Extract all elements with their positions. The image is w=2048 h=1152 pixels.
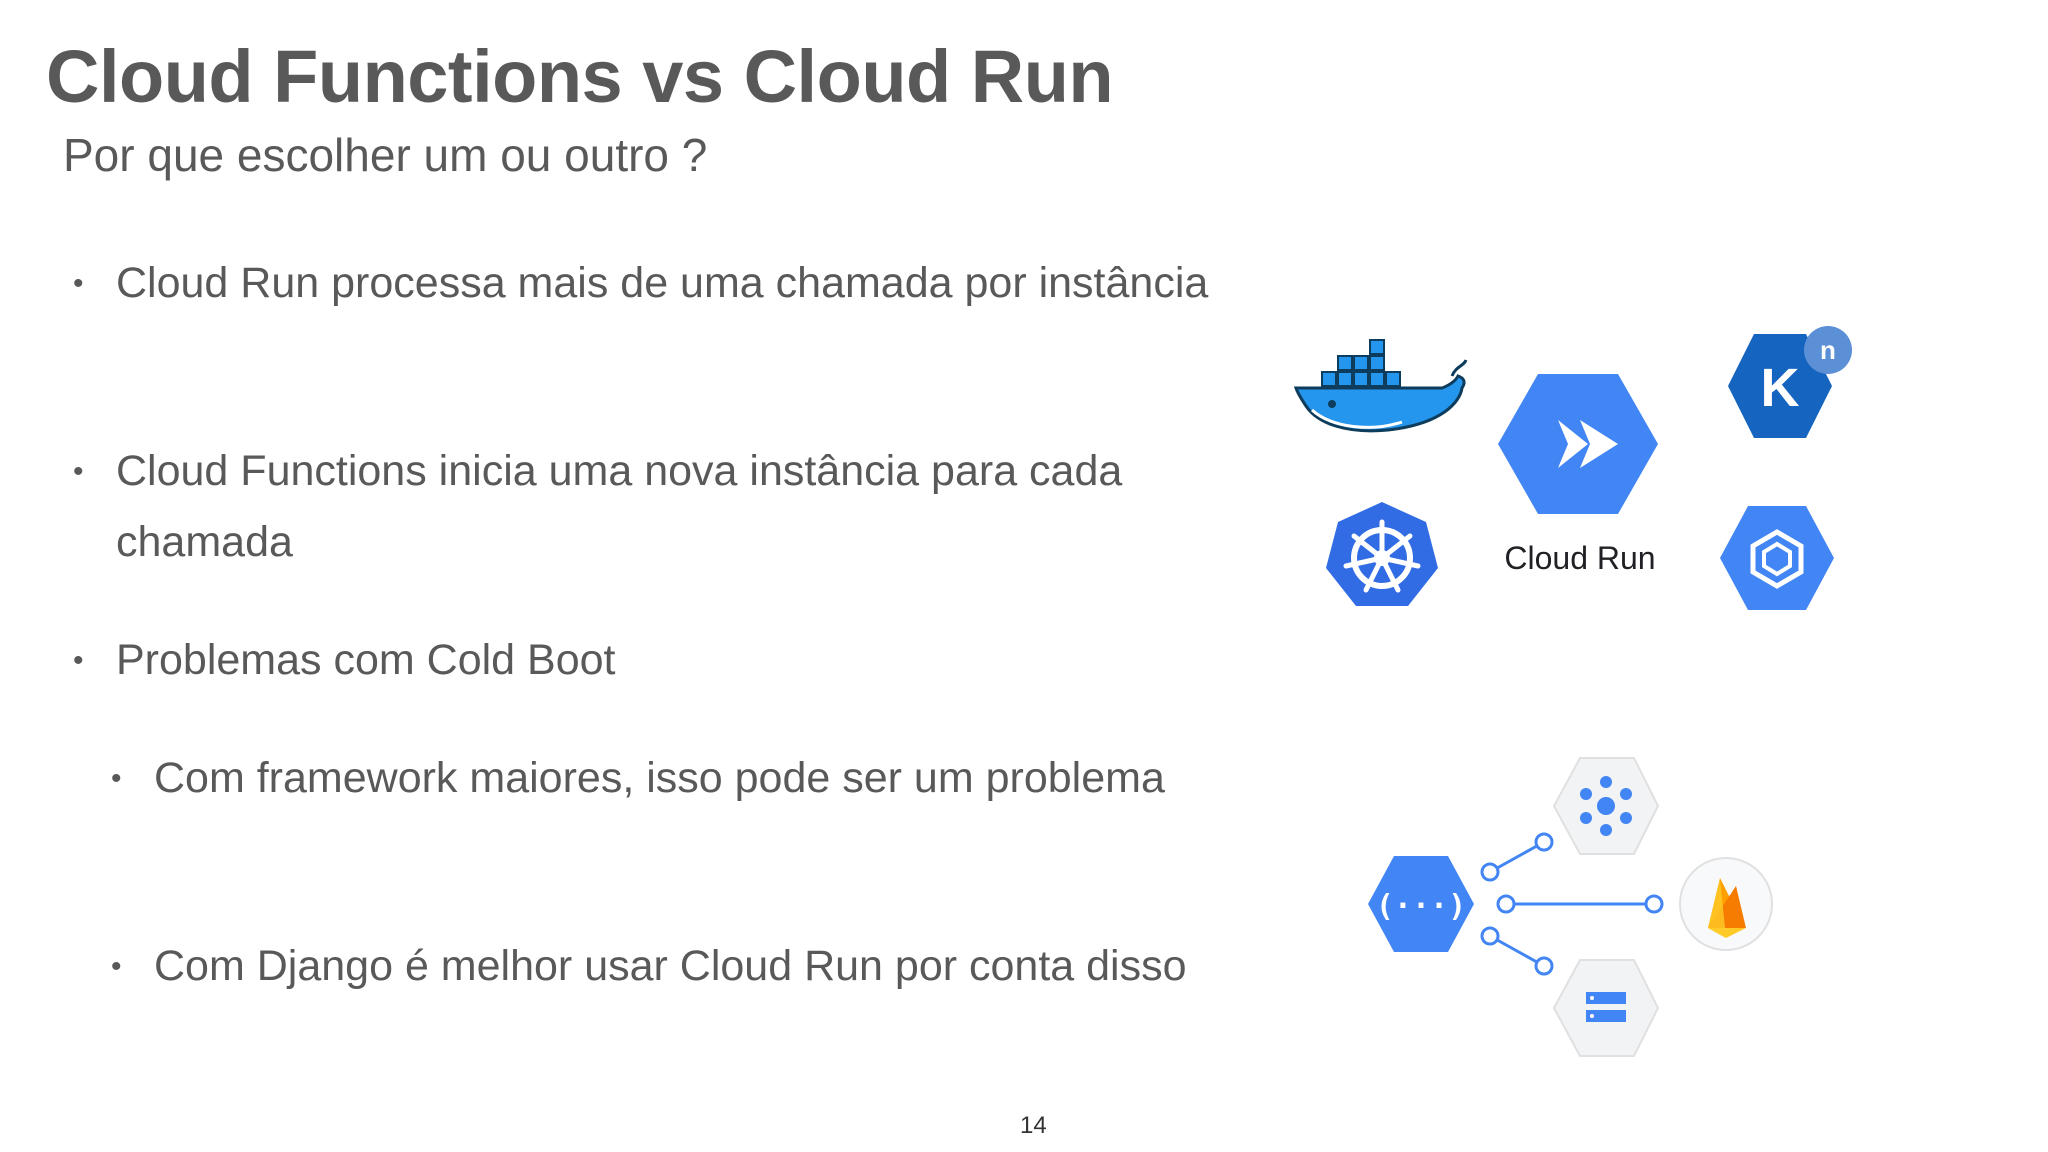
bullet-dot: • [111,762,122,795]
kubernetes-icon [1326,502,1438,606]
sub-bullet-item: • Com framework maiores, isso pode ser u… [111,743,1174,814]
bullet-dot: • [73,455,84,488]
cloud-run-ecosystem-graphic: K n [1293,326,1852,610]
cloud-functions-graphic: (···) [1368,757,1773,1057]
gke-icon [1720,506,1834,610]
bullet-item: • Cloud Functions inicia uma nova instân… [73,436,1246,578]
pubsub-icon [1552,757,1660,855]
cloud-functions-icon: (···) [1368,856,1474,952]
knative-letter: K [1761,358,1800,418]
cloud-run-label: Cloud Run [1504,540,1656,576]
bullet-item: • Cloud Run processa mais de uma chamada… [73,248,1216,319]
bullet-text: Cloud Run processa mais de uma chamada p… [116,259,1209,307]
knative-badge: n [1820,335,1836,365]
slide-title: Cloud Functions vs Cloud Run [46,35,1114,118]
cloud-storage-icon [1552,959,1660,1057]
bullet-list: • Cloud Run processa mais de uma chamada… [73,248,1246,1002]
bullet-text: Com framework maiores, isso pode ser um … [154,754,1165,802]
connector-nodes [1480,832,1664,976]
bullet-dot: • [73,267,84,300]
bullet-dot: • [73,644,84,677]
slide-subtitle: Por que escolher um ou outro ? [63,129,708,181]
firebase-icon [1679,857,1773,951]
sub-bullet-item: • Com Django é melhor usar Cloud Run por… [111,931,1204,1002]
bullet-item: • Problemas com Cold Boot [73,625,1216,696]
knative-icon: K n [1728,326,1852,438]
bullet-dot: • [111,950,122,983]
connector-lines [1489,840,1654,968]
svg-text:(···): (···) [1376,889,1466,924]
bullet-text: Cloud Functions inicia uma nova instânci… [116,447,1123,566]
bullet-text: Com Django é melhor usar Cloud Run por c… [154,942,1187,990]
page-number: 14 [1020,1112,1047,1139]
bullet-text: Problemas com Cold Boot [116,636,616,684]
docker-icon [1293,339,1468,433]
cloud-run-icon [1498,374,1658,514]
